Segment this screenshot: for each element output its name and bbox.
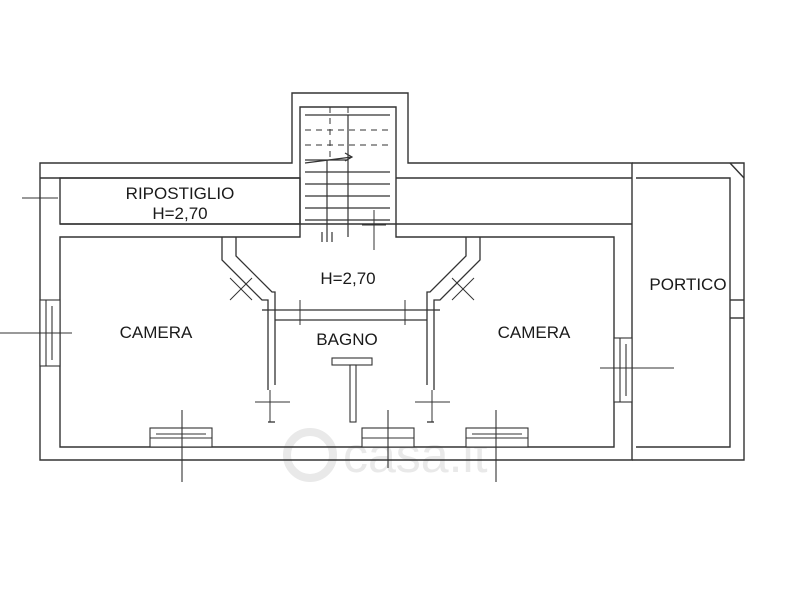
stair [304,114,390,242]
label-bagno: BAGNO [316,330,377,349]
label-camera-left: CAMERA [120,323,193,342]
label-camera-right: CAMERA [498,323,571,342]
stair-dashed [305,107,390,160]
room-labels: RIPOSTIGLIO H=2,70 H=2,70 CAMERA BAGNO C… [120,184,727,349]
portico-outline [632,162,745,461]
outer-walls [39,92,745,461]
outer-wall-left-building [39,92,633,461]
doors [22,180,475,422]
bathroom-fixture [331,357,373,423]
windows [0,299,674,482]
label-disimpegno-height: H=2,70 [320,269,375,288]
label-portico: PORTICO [649,275,726,294]
window-camera-right-east [613,337,633,403]
wall-left-diagonal [221,237,269,390]
label-ripostiglio-height: H=2,70 [152,204,207,223]
interior-walls [221,237,481,423]
watermark-logo-icon [283,428,337,482]
wall-right-diagonal [433,237,481,390]
watermark: casa.it [283,427,488,483]
label-ripostiglio: RIPOSTIGLIO [126,184,235,203]
